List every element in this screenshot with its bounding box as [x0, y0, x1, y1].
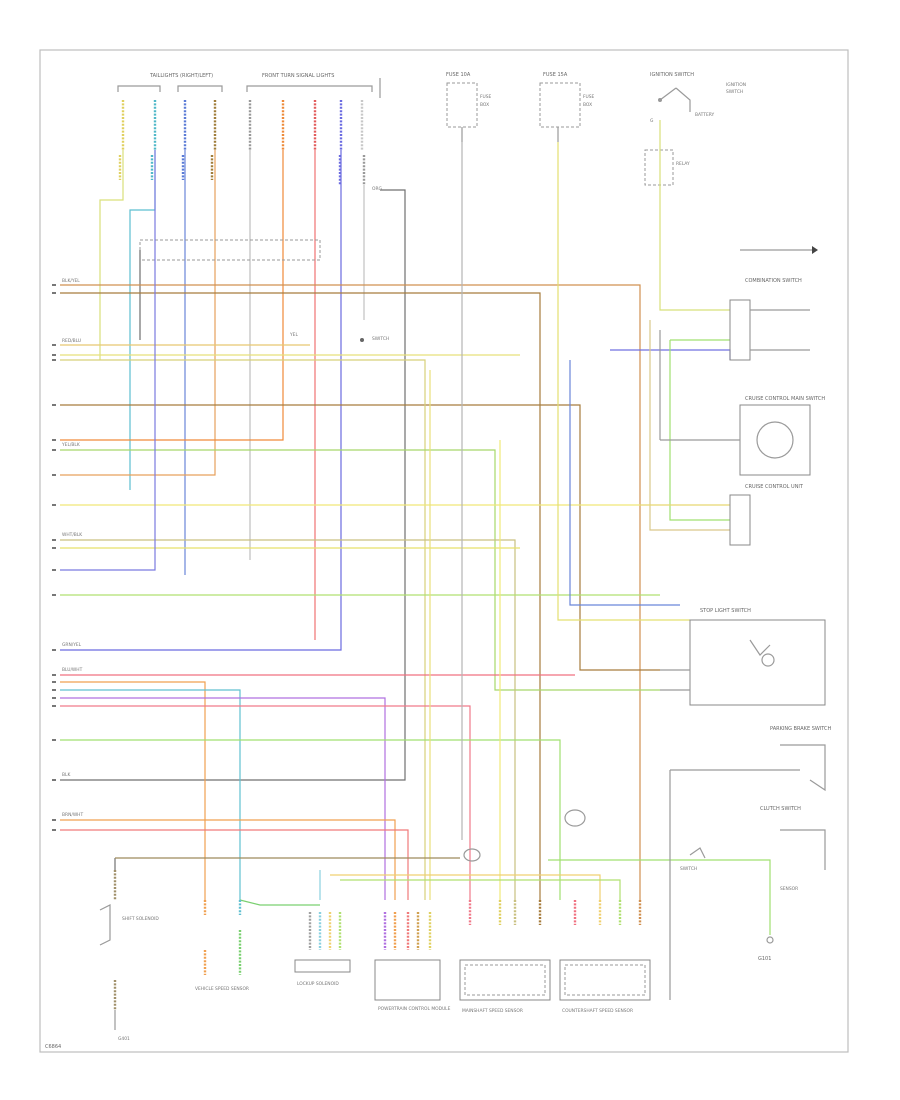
fuse-b-label: FUSE 15A [543, 72, 568, 78]
shift-solenoid: SHIFT SOLENOID G401 [99, 904, 159, 1042]
turn-lights-label: FRONT TURN SIGNAL LIGHTS [262, 73, 334, 79]
speed-sensor-label: VEHICLE SPEED SENSOR [195, 986, 249, 992]
svg-text:FUSE: FUSE [480, 94, 492, 100]
svg-text:COUNTERSHAFT SPEED SENSOR: COUNTERSHAFT SPEED SENSOR [562, 1008, 633, 1014]
parking-brake-switch: PARKING BRAKE SWITCH [669, 726, 832, 1000]
fuse-a-label: FUSE 10A [446, 72, 471, 78]
wire-label-brn-wht: BRN/WHT [62, 812, 83, 818]
svg-text:RELAY: RELAY [676, 161, 690, 167]
svg-text:SHIFT SOLENOID: SHIFT SOLENOID [122, 916, 159, 922]
svg-text:PARKING BRAKE SWITCH: PARKING BRAKE SWITCH [770, 726, 832, 732]
svg-text:CRUISE CONTROL UNIT: CRUISE CONTROL UNIT [745, 484, 804, 490]
svg-text:FUSE: FUSE [583, 94, 595, 100]
wire-label-wht-blk: WHT/BLK [62, 532, 82, 538]
ignition-switch-label: IGNITION SWITCH [650, 72, 694, 78]
svg-text:SWITCH: SWITCH [372, 336, 389, 342]
junction-connector-2 [463, 848, 481, 862]
wire-label-grn-yel: GRN/YEL [62, 642, 82, 648]
svg-text:STOP LIGHT SWITCH: STOP LIGHT SWITCH [700, 608, 751, 614]
tail-lights-label: TAILLIGHTS (RIGHT/LEFT) [149, 73, 213, 79]
svg-text:MAINSHAFT SPEED SENSOR: MAINSHAFT SPEED SENSOR [462, 1008, 523, 1014]
wire-label-org: ORG [372, 186, 383, 192]
pcm-connector: POWERTRAIN CONTROL MODULE [374, 959, 451, 1012]
wire-label-blk: BLK [62, 772, 70, 778]
countershaft-sensor: COUNTERSHAFT SPEED SENSOR [559, 959, 651, 1014]
clutch-switch: CLUTCH SWITCH SWITCH SENSOR G101 [680, 806, 826, 962]
stop-light-switch: STOP LIGHT SWITCH [660, 608, 826, 706]
combination-switch-connector: COMBINATION SWITCH [729, 246, 818, 361]
svg-text:SENSOR: SENSOR [780, 886, 798, 892]
wire-label-yel-blk: YEL/BLK [61, 442, 80, 448]
svg-text:LOCKUP SOLENOID: LOCKUP SOLENOID [297, 981, 339, 987]
svg-text:SWITCH: SWITCH [680, 866, 697, 872]
svg-text:G401: G401 [118, 1036, 130, 1042]
top-connector-pins [118, 100, 366, 185]
svg-text:CLUTCH SWITCH: CLUTCH SWITCH [760, 806, 801, 812]
wire-network [60, 120, 771, 935]
svg-text:POWERTRAIN CONTROL MODULE: POWERTRAIN CONTROL MODULE [378, 1006, 451, 1012]
svg-text:BOX: BOX [583, 102, 592, 108]
svg-text:G: G [650, 118, 654, 124]
cruise-main-switch: CRUISE CONTROL MAIN SWITCH [659, 330, 825, 476]
wire-label-red-blu: RED/BLU [62, 338, 81, 344]
svg-text:SWITCH: SWITCH [726, 89, 743, 95]
bottom-connector-pins [113, 870, 642, 1010]
wire-label-yel: YEL [289, 332, 298, 338]
diagram-frame [39, 49, 849, 1053]
svg-text:G101: G101 [758, 956, 771, 962]
svg-text:IGNITION: IGNITION [726, 82, 746, 88]
relay-box [644, 149, 674, 186]
junction-connector [564, 809, 586, 827]
left-wire-terminals [52, 284, 56, 831]
svg-text:BOX: BOX [480, 102, 489, 108]
ignition-switch-contacts [659, 87, 691, 112]
page-id: C6864 [45, 1044, 61, 1050]
wire-label-blk-yel: BLK/YEL [62, 278, 80, 284]
fuse-box-b [539, 82, 581, 128]
lockup-solenoid: LOCKUP SOLENOID [294, 959, 351, 987]
svg-text:CRUISE CONTROL MAIN SWITCH: CRUISE CONTROL MAIN SWITCH [745, 396, 825, 402]
wire-label-blu-wht: BLU/WHT [62, 667, 83, 673]
fuse-box-a [446, 82, 478, 128]
cruise-control-unit: CRUISE CONTROL UNIT [729, 484, 804, 546]
svg-text:BATTERY: BATTERY [695, 112, 715, 118]
mainshaft-sensor: MAINSHAFT SPEED SENSOR [459, 959, 551, 1014]
svg-text:COMBINATION SWITCH: COMBINATION SWITCH [745, 278, 802, 284]
